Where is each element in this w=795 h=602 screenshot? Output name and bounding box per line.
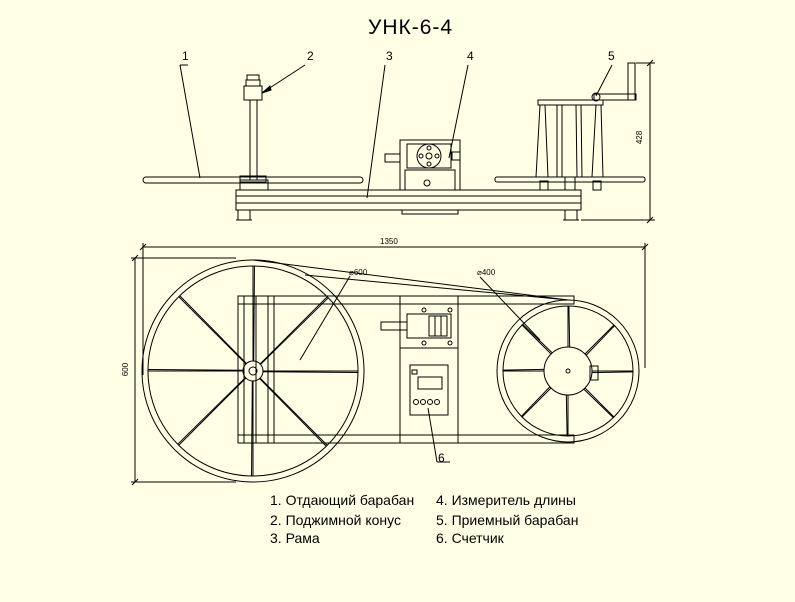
legend-item-3: 3. Рама — [270, 530, 320, 546]
side-view — [142, 59, 655, 224]
dimension-width — [131, 254, 236, 486]
leader-6 — [427, 407, 438, 463]
dimension-width-label: 600 — [121, 362, 131, 377]
callout-4: 4 — [467, 49, 474, 63]
drum-spoke — [259, 296, 328, 365]
dimension-height — [581, 59, 655, 224]
drum-spoke — [178, 296, 247, 365]
drum-spoke — [521, 386, 551, 417]
drum-spoke — [177, 377, 246, 445]
frame-beam — [235, 189, 582, 211]
callout-5: 5 — [608, 49, 615, 63]
drum-spoke — [253, 266, 255, 362]
dimension-length — [139, 243, 649, 375]
callout-2: 2 — [307, 49, 314, 63]
drum-spoke — [260, 297, 329, 365]
press-cone — [243, 85, 263, 101]
leader-5 — [595, 64, 613, 97]
legend-item-2: 2. Поджимной конус — [270, 512, 401, 528]
counter — [409, 364, 449, 416]
leader-4 — [448, 64, 469, 159]
drum-spoke — [568, 305, 571, 348]
drum-spoke — [584, 387, 615, 418]
drum-spoke — [522, 324, 553, 354]
crank-handle — [593, 93, 637, 101]
length-meter-side — [384, 139, 461, 215]
pay-off-drum-side — [142, 176, 364, 184]
legend-item-5: 5. Приемный барабан — [436, 512, 579, 528]
drum-spoke — [591, 371, 634, 374]
legend-item-6: 6. Счетчик — [436, 530, 504, 546]
take-up-drum-plan — [496, 299, 640, 443]
small-drum-diameter-label: ⌀400 — [477, 268, 496, 277]
drum-spoke — [565, 394, 568, 437]
drawing-title: УНК-6-4 — [368, 16, 454, 39]
drum-spoke — [584, 324, 615, 355]
legend-item-1: 1. Отдающий барабан — [270, 492, 415, 508]
big-drum-diameter-label: ⌀600 — [349, 268, 368, 277]
drum-spoke — [521, 387, 552, 418]
take-up-drum-side — [494, 62, 646, 191]
pay-off-drum-plan — [141, 259, 365, 483]
legend-item-4: 4. Измеритель длины — [436, 492, 576, 508]
dimension-length-label: 1350 — [380, 237, 398, 246]
drum-spoke — [251, 380, 253, 476]
frame-plan — [237, 295, 575, 305]
shaft — [249, 99, 258, 181]
callout-3: 3 — [386, 49, 393, 63]
drum-spoke — [178, 377, 247, 446]
drum-spoke — [179, 295, 247, 364]
length-meter-plan — [380, 303, 459, 349]
drum-spoke — [259, 378, 327, 447]
drum-spoke — [521, 324, 552, 355]
drum-spoke — [148, 369, 244, 371]
foot-left — [237, 209, 251, 221]
callout-6: 6 — [438, 451, 445, 465]
leader-1 — [179, 64, 201, 179]
drum-spoke — [262, 371, 358, 373]
leader-3 — [366, 64, 386, 199]
dimension-height-label: 428 — [635, 130, 645, 145]
plan-view — [131, 243, 649, 486]
drum-spoke — [583, 388, 614, 418]
callout-1: 1 — [182, 49, 189, 63]
foot-right — [564, 209, 578, 221]
drum-spoke — [502, 368, 545, 371]
drum-spoke — [259, 377, 328, 446]
drum-spoke — [585, 325, 615, 356]
